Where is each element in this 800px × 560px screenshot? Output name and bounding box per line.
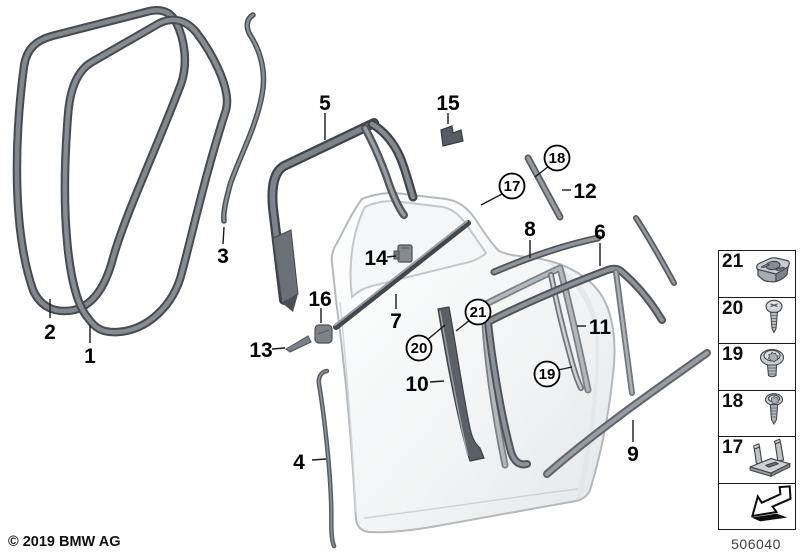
- legend-number: 21: [722, 251, 744, 272]
- svg-text:19: 19: [539, 366, 556, 383]
- part-13-cover-strip: [285, 335, 312, 353]
- callout-8[interactable]: 8: [524, 218, 536, 241]
- legend-number: 19: [722, 344, 744, 365]
- pan-head-screw-icon: [750, 391, 794, 436]
- callout-6[interactable]: 6: [594, 221, 606, 244]
- part-1-door-opening-seal: [60, 15, 232, 337]
- legend-number: 20: [722, 297, 744, 319]
- callout-circled-18[interactable]: 18: [543, 144, 571, 172]
- part-3-edge-protection-strip: [221, 12, 267, 224]
- callout-3[interactable]: 3: [217, 245, 229, 268]
- callout-14[interactable]: 14: [364, 247, 388, 270]
- callout-7[interactable]: 7: [390, 310, 402, 333]
- part-2-door-opening-seal: [12, 6, 190, 316]
- part-12-trim-strip: [524, 154, 564, 221]
- part-14-clip: [393, 244, 413, 263]
- callout-circled-20[interactable]: 20: [405, 334, 433, 362]
- cage-nut-icon: [750, 252, 794, 295]
- callout-4[interactable]: 4: [293, 451, 305, 474]
- callout-12[interactable]: 12: [573, 180, 596, 203]
- legend-item-19[interactable]: 19: [719, 344, 795, 391]
- diagram-number: 506040: [731, 536, 781, 552]
- direction-arrow-icon: [739, 483, 792, 530]
- callout-5[interactable]: 5: [319, 92, 331, 115]
- legend-item-18[interactable]: 18: [719, 390, 795, 437]
- rear-channel-strip: [633, 215, 677, 286]
- copyright-notice: © 2019 BMW AG: [8, 534, 121, 550]
- legend-number: 18: [722, 390, 744, 412]
- legend-item-21[interactable]: 21: [719, 251, 795, 298]
- callout-16[interactable]: 16: [308, 288, 331, 311]
- svg-text:18: 18: [549, 150, 566, 167]
- part-8-trim-strip: [490, 234, 602, 276]
- callout-circled-17[interactable]: 17: [498, 172, 526, 200]
- callout-circled-21[interactable]: 21: [464, 298, 492, 326]
- callout-9[interactable]: 9: [627, 443, 639, 466]
- direction-arrow-cell[interactable]: [719, 483, 795, 530]
- part-4-gap-seal: [316, 368, 337, 549]
- svg-text:21: 21: [470, 304, 487, 321]
- flange-head-screw-icon: [748, 345, 794, 388]
- part-6-window-guide-frame: [484, 264, 666, 469]
- svg-text:17: 17: [504, 178, 521, 195]
- callout-1[interactable]: 1: [84, 345, 96, 368]
- callout-circled-19[interactable]: 19: [533, 360, 561, 388]
- callout-10[interactable]: 10: [405, 373, 428, 396]
- part-16-clip: [314, 324, 333, 344]
- leader-lines: [49, 113, 634, 461]
- legend-number: 17: [722, 437, 744, 458]
- legend-item-20[interactable]: 20: [719, 297, 795, 344]
- part-11-window-guide-frame: [480, 264, 592, 469]
- self-tapping-screw-icon: [750, 298, 794, 343]
- callout-15[interactable]: 15: [436, 92, 460, 115]
- part-15-clip: [440, 125, 464, 147]
- part-9-belt-strip: [543, 349, 711, 478]
- part-7-belt-molding: [333, 220, 471, 330]
- svg-text:20: 20: [411, 340, 428, 357]
- retaining-bracket-icon: [746, 437, 794, 482]
- callout-2[interactable]: 2: [44, 321, 56, 344]
- fastener-legend: 21 20: [718, 250, 796, 530]
- legend-item-17[interactable]: 17: [719, 437, 795, 484]
- callout-13[interactable]: 13: [249, 339, 272, 362]
- part-5-window-frame-trim: [267, 118, 418, 312]
- part-19-guide-channel: [548, 272, 584, 391]
- callout-11[interactable]: 11: [589, 316, 612, 339]
